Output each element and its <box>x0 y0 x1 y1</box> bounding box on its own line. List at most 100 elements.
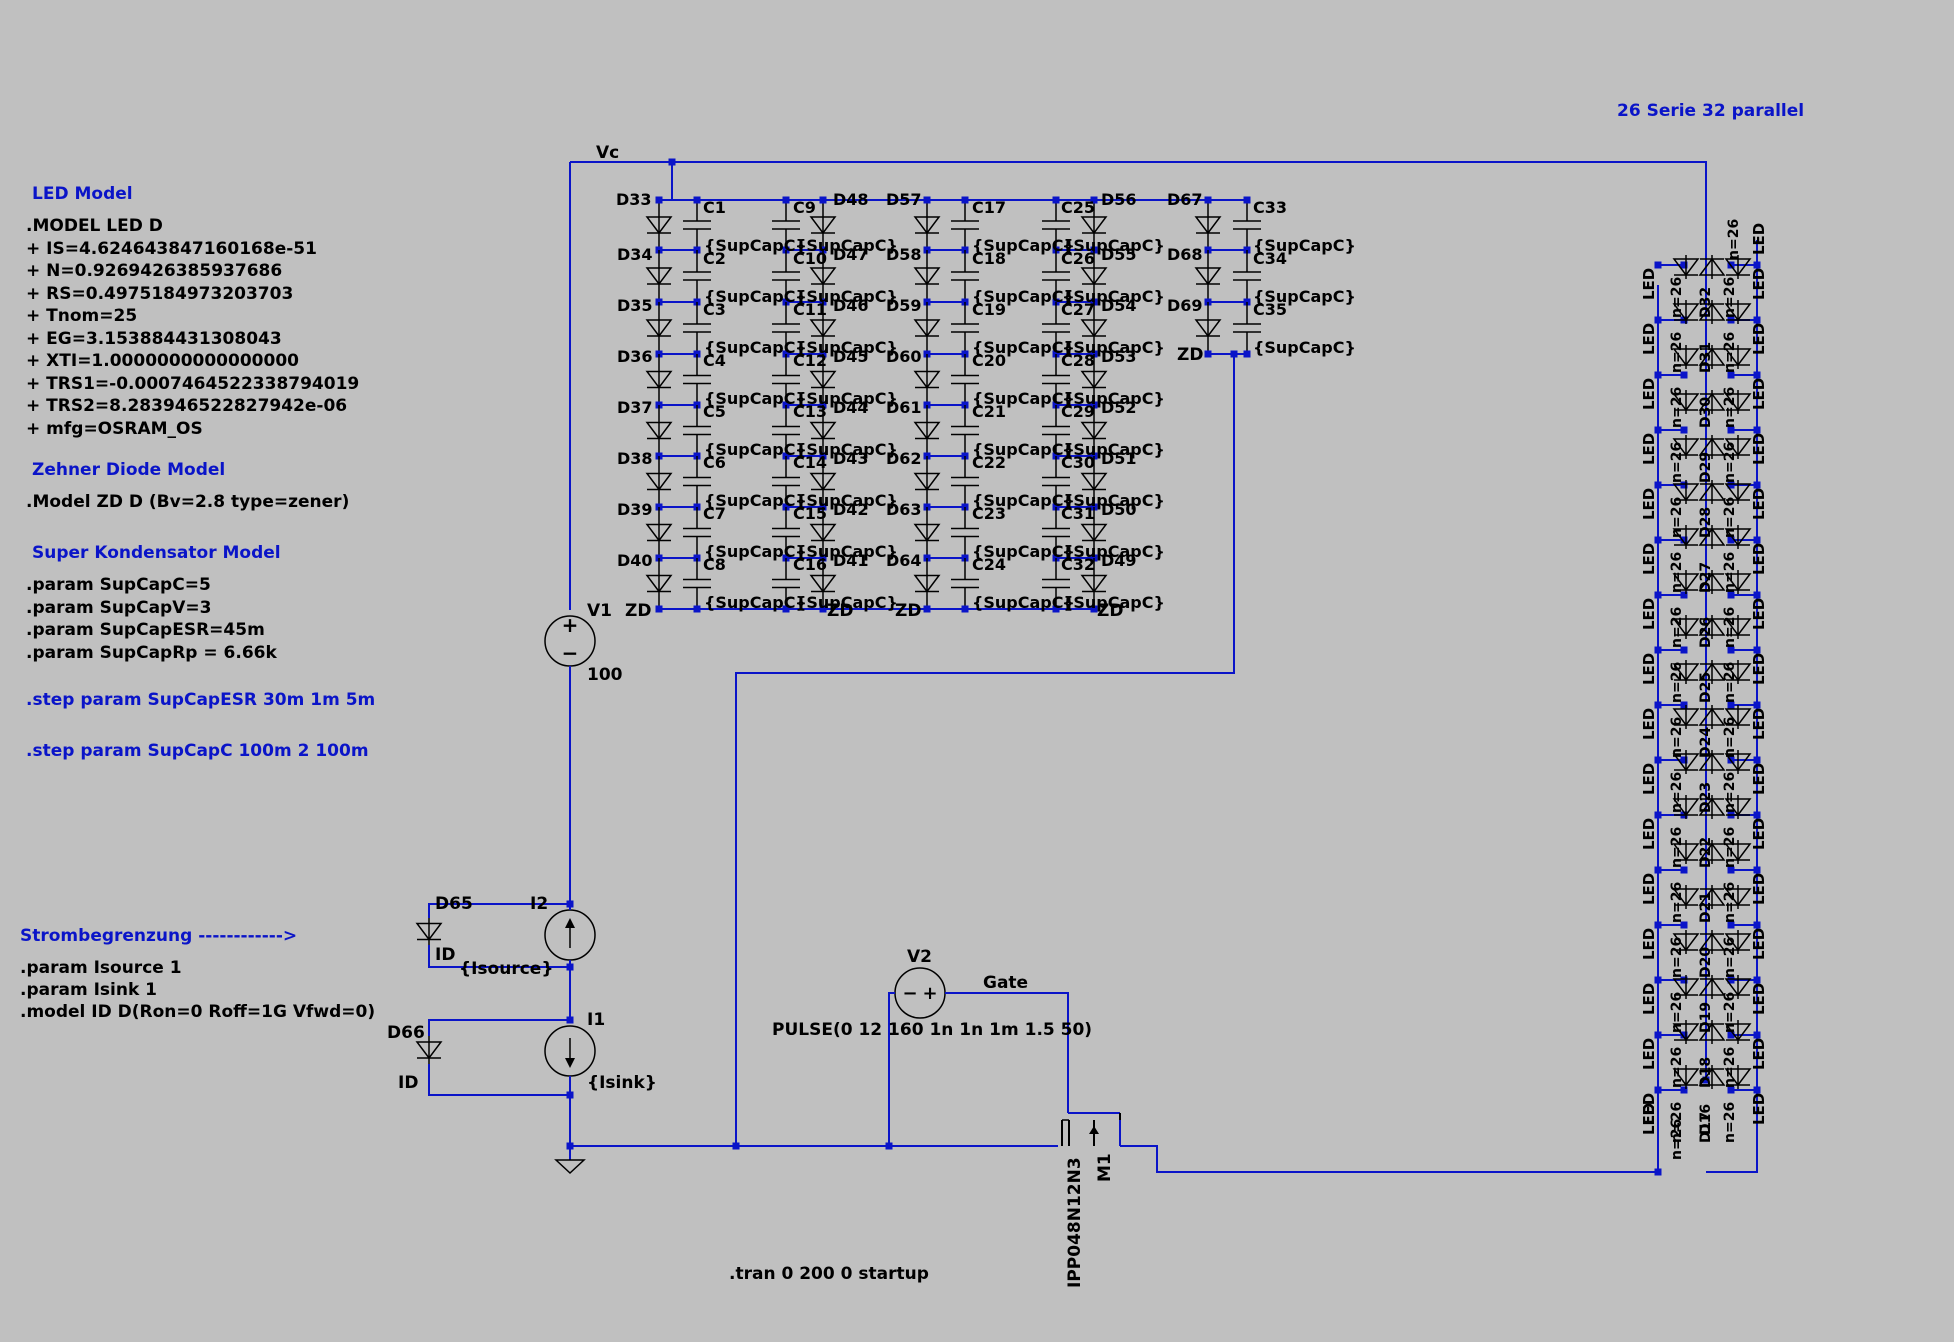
capacitor-symbol <box>683 558 711 609</box>
diode-body <box>809 216 837 235</box>
junction-dot <box>1243 196 1251 204</box>
diode-symbol <box>1080 354 1108 405</box>
junction-dot <box>1727 1086 1735 1094</box>
diode-symbol <box>1672 795 1700 819</box>
led-model-label: LED <box>1750 873 1768 905</box>
led-model-label: LED <box>1750 653 1768 685</box>
capacitor-symbol <box>1042 302 1070 354</box>
led-diode-label: D27 <box>1698 562 1714 593</box>
led-diode-label: D24 <box>1698 727 1714 758</box>
capacitor-label: C27 <box>1061 300 1095 319</box>
diode-symbol <box>1724 705 1752 729</box>
string-count-label: n=26 <box>1722 442 1738 483</box>
diode-symbol <box>913 354 941 405</box>
diode-body <box>1672 843 1700 862</box>
capacitor-symbol <box>683 302 711 354</box>
diode-body <box>1724 933 1752 952</box>
led-model-label: LED <box>1750 543 1768 575</box>
capacitor-symbol <box>1042 507 1070 558</box>
diode-symbol <box>1724 930 1752 954</box>
i1-arrow-head <box>565 1058 575 1068</box>
v1-plus-sign: + <box>562 613 579 637</box>
diode-symbol <box>1698 750 1726 774</box>
diode-label: D45 <box>833 347 869 366</box>
junction-dot <box>1680 536 1688 544</box>
zener-model-label: ZD <box>827 601 853 621</box>
capacitor-label: C16 <box>793 555 827 574</box>
array-note: 26 Serie 32 parallel <box>1617 101 1805 121</box>
current-limit-param: .param Isource 1 <box>20 958 182 978</box>
diode-symbol <box>1080 250 1108 302</box>
diode-symbol <box>1724 435 1752 459</box>
led-model-label: LED <box>1750 708 1768 740</box>
diode-symbol <box>1724 300 1752 324</box>
diode-symbol <box>645 558 673 609</box>
capacitor-value: {SupCapC} <box>704 389 807 408</box>
string-count-label: n=26 <box>1722 332 1738 373</box>
capacitor-symbol <box>1042 405 1070 456</box>
capacitor-label: C21 <box>972 402 1006 421</box>
capacitor-label: C8 <box>703 555 726 574</box>
string-count-label: n=26 <box>1722 1047 1738 1088</box>
led-model-label: LED <box>1640 708 1658 740</box>
diode-body <box>1698 977 1726 996</box>
string-count-label: n=26 <box>1722 607 1738 648</box>
diode-symbol <box>1698 435 1726 459</box>
capacitor-value: {SupCapC} <box>972 338 1075 357</box>
diode-symbol <box>913 200 941 250</box>
diode-symbol <box>645 200 673 250</box>
led-model-label: LED <box>1750 323 1768 355</box>
diode-body <box>809 472 837 491</box>
diode-symbol <box>809 456 837 507</box>
led-model-label: LED <box>1750 1093 1768 1125</box>
diode-symbol <box>1698 660 1726 684</box>
diode-symbol <box>809 250 837 302</box>
junction-dot <box>1753 701 1761 709</box>
diode-body <box>1724 888 1752 907</box>
capacitor-label: C11 <box>793 300 827 319</box>
diode-body <box>1672 618 1700 637</box>
capacitor-symbol <box>772 405 800 456</box>
junction-dot <box>1727 921 1735 929</box>
capacitor-value: {SupCapC} <box>972 542 1075 561</box>
capacitor-symbol <box>1233 250 1261 302</box>
mosfet-diode-arrow <box>1089 1126 1099 1134</box>
wire <box>735 354 1235 1146</box>
diode-label: D52 <box>1101 398 1137 417</box>
diode-body <box>1080 319 1108 338</box>
junction-dot <box>1753 591 1761 599</box>
diode-label: D60 <box>886 347 922 366</box>
led-diode-label: D29 <box>1698 452 1714 483</box>
diode-label: D43 <box>833 449 869 468</box>
diode-body <box>645 574 673 593</box>
diode-symbol <box>913 302 941 354</box>
junction-dot <box>1727 646 1735 654</box>
junction-dot <box>1727 426 1735 434</box>
diode-symbol <box>1724 840 1752 864</box>
diode-label: D69 <box>1167 296 1203 315</box>
capacitor-symbol <box>772 507 800 558</box>
string-count-label: n=26 <box>1722 772 1738 813</box>
zener-model-line: .Model ZD D (Bv=2.8 type=zener) <box>26 492 350 512</box>
diode-symbol <box>1724 480 1752 504</box>
junction-dot <box>1654 426 1662 434</box>
diode-symbol <box>1724 975 1752 999</box>
diode-body <box>913 421 941 440</box>
d65-model-label: ID <box>435 945 455 965</box>
diode-symbol <box>1724 750 1752 774</box>
capacitor-label: C28 <box>1061 351 1095 370</box>
junction-dot <box>732 1142 740 1150</box>
diode-symbol <box>1672 615 1700 639</box>
capacitor-symbol <box>772 354 800 405</box>
capacitor-symbol <box>951 405 979 456</box>
diode-label: D49 <box>1101 551 1137 570</box>
capacitor-label: C33 <box>1253 198 1287 217</box>
diode-body <box>1080 370 1108 389</box>
led-diode-label: D18 <box>1698 1057 1714 1088</box>
junction-dot <box>1727 536 1735 544</box>
led-model-label: LED <box>1750 223 1768 255</box>
string-count-label: n=26 <box>1722 277 1738 318</box>
junction-dot <box>1680 866 1688 874</box>
diode-symbol <box>913 405 941 456</box>
